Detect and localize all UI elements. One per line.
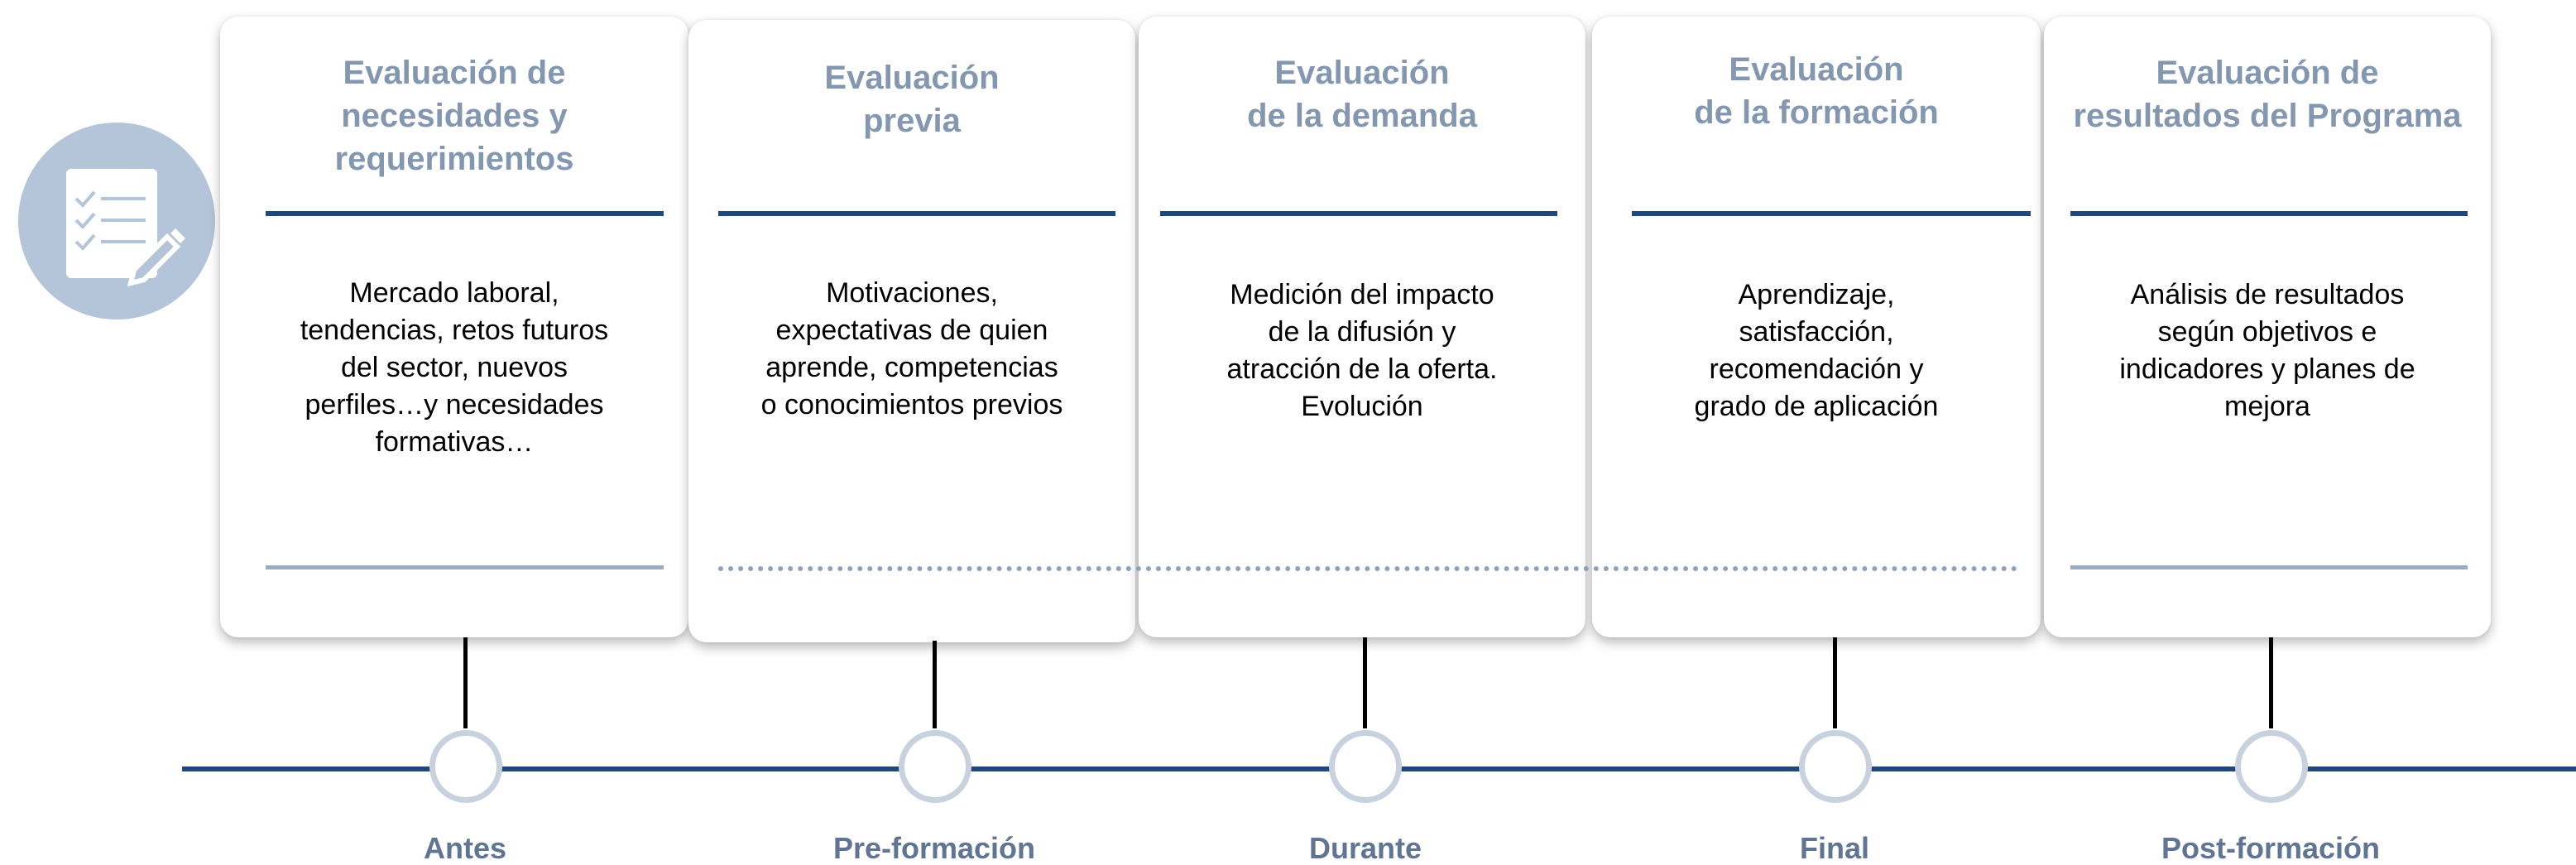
timeline-node bbox=[2235, 730, 2308, 803]
connector-line bbox=[933, 641, 937, 728]
card-title: Evaluación de resultados del Programa bbox=[2073, 55, 2462, 134]
stage-label-durante: Durante bbox=[1308, 831, 1422, 865]
stage-label-final: Final bbox=[1799, 831, 1869, 865]
card-title-rule bbox=[2070, 211, 2468, 216]
connector-line bbox=[1833, 637, 1837, 728]
card-body: Análisis de resultados según objetivos e… bbox=[2119, 279, 2415, 422]
timeline-node bbox=[1329, 730, 1402, 803]
stage-card-needs: Evaluación de necesidades y requerimient… bbox=[220, 17, 688, 637]
card-title-rule bbox=[1160, 211, 1557, 216]
timeline-node bbox=[1799, 730, 1872, 803]
card-body: Motivaciones, expectativas de quien apre… bbox=[760, 277, 1063, 420]
stage-card-demanda: Evaluación de la demanda Medición del im… bbox=[1139, 17, 1585, 637]
checklist-icon bbox=[66, 169, 185, 287]
stage-card-previa: Evaluación previa Motivaciones, expectat… bbox=[688, 20, 1135, 642]
stage-card-formacion: Evaluación de la formación Aprendizaje, … bbox=[1592, 17, 2041, 637]
card-title: Evaluación previa bbox=[824, 60, 1000, 139]
dotted-divider bbox=[718, 566, 2017, 571]
card-title-rule bbox=[718, 211, 1115, 216]
card-bottom-rule bbox=[266, 565, 664, 569]
card-body: Medición del impacto de la difusión y at… bbox=[1226, 279, 1498, 422]
stage-card-resultados: Evaluación de resultados del Programa An… bbox=[2044, 17, 2491, 637]
card-title-rule bbox=[266, 211, 664, 216]
card-body: Aprendizaje, satisfacción, recomendación… bbox=[1694, 279, 1939, 422]
stage-label-antes: Antes bbox=[423, 831, 507, 865]
card-bottom-rule bbox=[2070, 565, 2468, 569]
card-title: Evaluación de necesidades y requerimient… bbox=[334, 55, 574, 177]
timeline-node bbox=[429, 730, 502, 803]
timeline-node bbox=[899, 730, 971, 803]
connector-line bbox=[463, 637, 468, 728]
connector-line bbox=[2269, 637, 2273, 728]
checklist-badge bbox=[18, 123, 215, 320]
stage-label-post-formacion: Post-formación bbox=[2161, 831, 2381, 865]
card-title: Evaluación de la formación bbox=[1694, 51, 1939, 131]
stage-label-pre-formacion: Pre-formación bbox=[832, 831, 1036, 865]
connector-line bbox=[1363, 637, 1367, 728]
card-title: Evaluación de la demanda bbox=[1247, 55, 1477, 134]
card-title-rule bbox=[1632, 211, 2031, 216]
card-body: Mercado laboral, tendencias, retos futur… bbox=[300, 277, 609, 458]
